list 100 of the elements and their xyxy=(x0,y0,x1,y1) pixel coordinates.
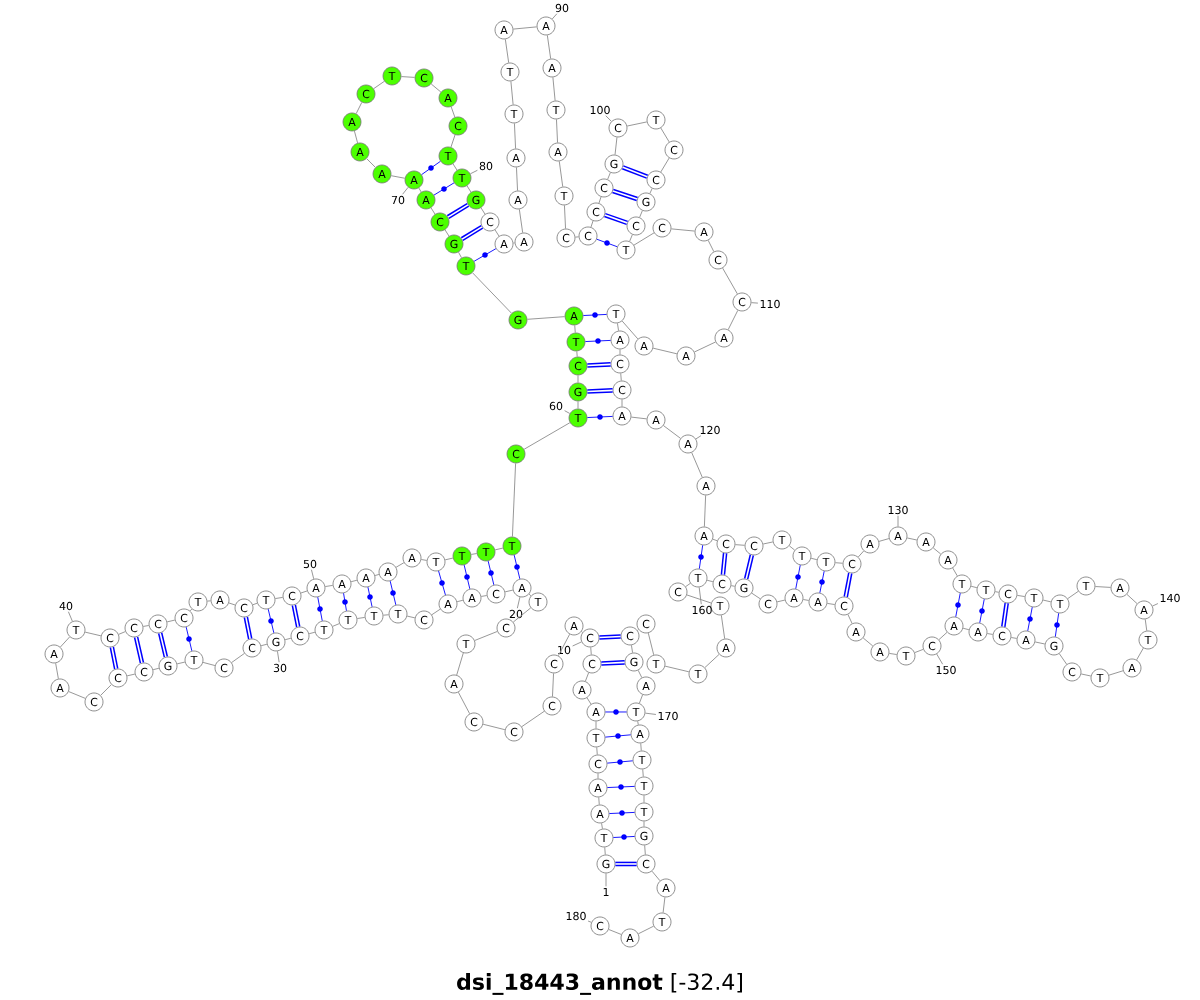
base-pair-line xyxy=(606,784,636,790)
backbone-line xyxy=(59,636,71,648)
backbone-line xyxy=(691,452,703,478)
leader-line xyxy=(936,653,944,665)
backbone-line xyxy=(576,350,578,358)
backbone-line xyxy=(598,796,600,806)
backbone-line xyxy=(651,870,661,882)
backbone-line xyxy=(649,188,653,194)
base-pair-line xyxy=(243,616,253,640)
backbone-line xyxy=(284,637,292,641)
base-pair-line xyxy=(979,598,985,624)
leader-line xyxy=(605,872,607,887)
base-pair-line xyxy=(487,560,495,586)
backbone-line xyxy=(642,768,644,778)
backbone-line xyxy=(620,372,622,382)
backbone-line xyxy=(523,422,571,450)
backbone-line xyxy=(734,544,746,546)
backbone-line xyxy=(621,398,623,408)
backbone-line xyxy=(504,38,510,64)
backbone-line xyxy=(938,631,948,641)
backbone-line xyxy=(614,136,618,156)
backbone-line xyxy=(626,121,648,127)
backbone-line xyxy=(374,574,380,576)
backbone-line xyxy=(788,545,796,551)
backbone-line xyxy=(1094,586,1112,588)
leader-line xyxy=(402,186,409,195)
backbone-line xyxy=(637,720,639,726)
base-pair-line xyxy=(185,626,193,652)
leader-line xyxy=(698,586,702,605)
backbone-line xyxy=(586,697,592,705)
backbone-line xyxy=(607,172,611,180)
leader-line xyxy=(516,596,521,609)
backbone-line xyxy=(663,425,681,439)
leader-line xyxy=(469,169,478,175)
backbone-line xyxy=(84,631,102,637)
backbone-line xyxy=(629,234,633,242)
backbone-line xyxy=(686,594,712,604)
backbone-line xyxy=(430,207,436,215)
base-pair-line xyxy=(1027,606,1033,632)
base-pair-line xyxy=(843,572,853,598)
backbone-line xyxy=(55,662,59,680)
backbone-line xyxy=(1016,594,1026,597)
base-pair-line xyxy=(157,632,169,658)
backbone-line xyxy=(466,185,472,193)
base-pair-line xyxy=(513,554,521,580)
base-pair-line xyxy=(698,544,704,570)
backbone-line xyxy=(118,631,126,635)
backbone-line xyxy=(608,929,622,935)
backbone-line xyxy=(810,557,818,561)
backbone-line xyxy=(640,742,642,752)
backbone-line xyxy=(776,599,786,603)
backbone-line xyxy=(355,101,363,115)
backbone-line xyxy=(354,130,359,144)
backbone-line xyxy=(706,579,714,583)
backbone-line xyxy=(826,602,836,605)
backbone-line xyxy=(720,614,726,640)
base-pair-line xyxy=(586,362,612,368)
backbone-line xyxy=(300,590,308,594)
backbone-line xyxy=(556,118,558,144)
backbone-line xyxy=(619,348,621,356)
leader-line xyxy=(564,410,571,414)
backbone-line xyxy=(260,643,268,647)
backbone-line xyxy=(660,127,670,143)
backbone-line xyxy=(482,723,506,731)
base-pair-line xyxy=(720,552,728,576)
backbone-line xyxy=(952,567,958,577)
backbone-line xyxy=(350,579,358,583)
backbone-line xyxy=(730,585,736,587)
base-pair-line xyxy=(604,709,628,715)
backbone-line xyxy=(152,667,160,671)
base-pair-line xyxy=(586,414,614,420)
backbone-line xyxy=(382,614,390,616)
base-pair-line xyxy=(614,861,638,867)
base-pair-line xyxy=(795,564,801,590)
base-pair-line xyxy=(463,564,471,590)
backbone-line xyxy=(1010,637,1018,639)
backbone-line xyxy=(1034,641,1046,645)
base-pair-line xyxy=(612,834,636,840)
backbone-line xyxy=(518,208,524,234)
backbone-line xyxy=(878,538,890,542)
backbone-line xyxy=(751,592,761,600)
base-pair-line xyxy=(582,312,608,318)
backbone-line xyxy=(802,599,810,601)
backbone-line xyxy=(228,602,236,606)
backbone-line xyxy=(694,341,716,353)
backbone-line xyxy=(834,562,844,564)
leader-line xyxy=(551,13,558,20)
backbone-line xyxy=(552,672,554,698)
base-pair-line xyxy=(267,608,275,634)
base-pair-line xyxy=(955,592,961,618)
base-pair-line xyxy=(586,388,614,394)
base-pair-line xyxy=(433,182,455,196)
backbone-line xyxy=(366,158,376,168)
backbone-line xyxy=(590,220,594,228)
backbone-line xyxy=(577,374,579,384)
backbone-line xyxy=(546,34,552,60)
base-pair-line xyxy=(317,596,323,622)
backbone-line xyxy=(598,196,602,204)
backbone-line xyxy=(1067,590,1079,600)
backbone-line xyxy=(126,673,136,677)
